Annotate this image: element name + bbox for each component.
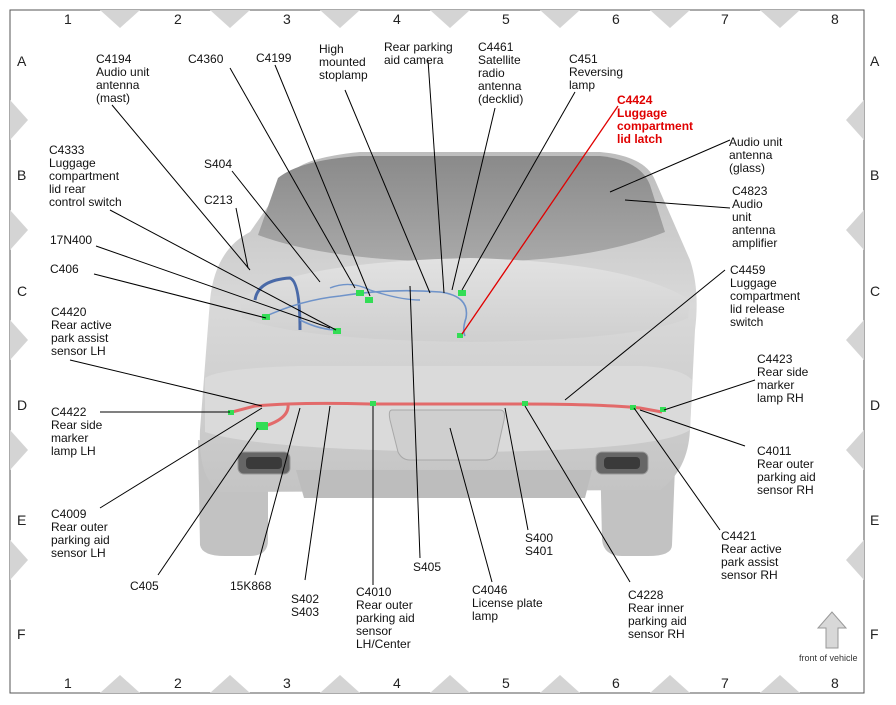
label-s400-s401: S400 S401 xyxy=(525,531,554,558)
row-f-left: F xyxy=(17,626,26,642)
label-c4823: C4823 Audio unit antenna amplifier xyxy=(732,184,778,250)
label-audio-glass: Audio unit antenna (glass) xyxy=(729,135,783,175)
label-c4199: C4199 xyxy=(256,51,292,65)
label-c451: C451 Reversing lamp xyxy=(569,52,624,92)
row-e-left: E xyxy=(17,512,27,528)
col-5-bottom: 5 xyxy=(502,675,510,691)
label-c4420: C4420 Rear active park assist sensor LH xyxy=(51,305,112,358)
front-arrow-icon xyxy=(816,611,848,649)
label-c4423: C4423 Rear side marker lamp RH xyxy=(757,352,809,405)
col-4-top: 4 xyxy=(393,11,401,27)
label-c4424: C4424 Luggage compartment lid latch xyxy=(617,93,694,146)
label-c4010: C4010 Rear outer parking aid sensor LH/C… xyxy=(356,585,415,651)
col-1-top: 1 xyxy=(64,11,72,27)
label-c4422: C4422 Rear side marker lamp LH xyxy=(51,405,103,458)
label-c406: C406 xyxy=(50,262,79,276)
col-4-bottom: 4 xyxy=(393,675,401,691)
label-s404: S404 xyxy=(204,157,233,171)
row-e-right: E xyxy=(870,512,880,528)
label-15k868: 15K868 xyxy=(230,579,272,593)
label-s405: S405 xyxy=(413,560,442,574)
leader-lines xyxy=(69,59,756,585)
row-a-left: A xyxy=(17,53,27,69)
label-c4194: C4194 Audio unit antenna (mast) xyxy=(96,52,150,105)
row-a-right: A xyxy=(870,53,880,69)
col-2-bottom: 2 xyxy=(174,675,182,691)
row-d-right: D xyxy=(870,397,881,413)
col-3-bottom: 3 xyxy=(283,675,291,691)
label-c4421: C4421 Rear active park assist sensor RH xyxy=(721,529,782,582)
front-of-vehicle-label: front of vehicle xyxy=(799,653,858,663)
label-17n400: 17N400 xyxy=(50,233,93,247)
col-1-bottom: 1 xyxy=(64,675,72,691)
label-c4011: C4011 Rear outer parking aid sensor RH xyxy=(757,444,816,497)
label-c4360: C4360 xyxy=(188,52,224,66)
row-b-right: B xyxy=(870,167,880,183)
col-7-bottom: 7 xyxy=(721,675,729,691)
label-c4459: C4459 Luggage compartment lid release sw… xyxy=(730,263,801,329)
connector-markers xyxy=(228,290,666,430)
col-2-top: 2 xyxy=(174,11,182,27)
col-6-top: 6 xyxy=(612,11,620,27)
col-7-top: 7 xyxy=(721,11,729,27)
label-c4228: C4228 Rear inner parking aid sensor RH xyxy=(628,588,687,641)
col-6-bottom: 6 xyxy=(612,675,620,691)
col-8-top: 8 xyxy=(831,11,839,27)
label-c4009: C4009 Rear outer parking aid sensor LH xyxy=(51,507,110,560)
row-d-left: D xyxy=(17,397,28,413)
row-b-left: B xyxy=(17,167,27,183)
label-rear-camera: Rear parking aid camera xyxy=(384,40,453,67)
col-5-top: 5 xyxy=(502,11,510,27)
leader-line-c4424 xyxy=(461,105,619,335)
label-high-stoplamp: High mounted stoplamp xyxy=(319,42,368,82)
label-c405: C405 xyxy=(130,579,159,593)
label-c4333: C4333 Luggage compartment lid rear contr… xyxy=(49,143,122,209)
row-c-left: C xyxy=(17,283,28,299)
row-c-right: C xyxy=(870,283,881,299)
frame-triangles xyxy=(10,10,864,693)
row-f-right: F xyxy=(870,626,879,642)
col-8-bottom: 8 xyxy=(831,675,839,691)
label-c213: C213 xyxy=(204,193,233,207)
label-c4461: C4461 Satellite radio antenna (decklid) xyxy=(478,40,524,106)
label-c4046: C4046 License plate lamp xyxy=(472,583,543,623)
label-s402-s403: S402 S403 xyxy=(291,592,320,619)
col-3-top: 3 xyxy=(283,11,291,27)
